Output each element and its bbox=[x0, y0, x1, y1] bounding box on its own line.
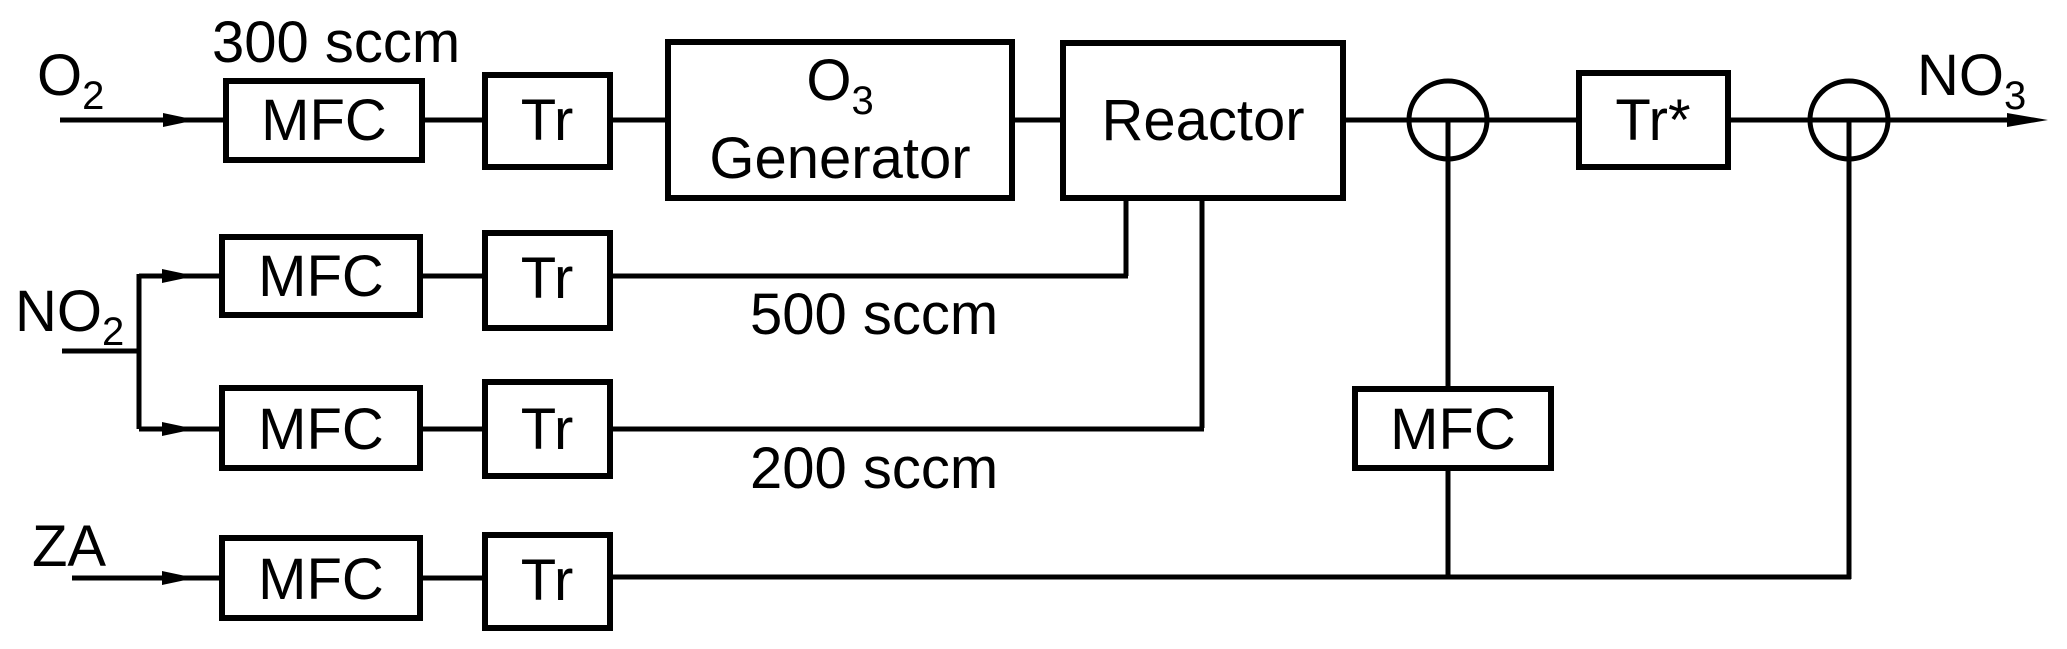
arrow-right-icon bbox=[2007, 113, 2048, 127]
za-label: ZA bbox=[32, 514, 106, 579]
no2-upper-flow-label: 500 sccm bbox=[750, 282, 998, 347]
arrow-right-icon bbox=[162, 571, 195, 585]
mfc-no2-lower-label: MFC bbox=[258, 397, 384, 462]
tr-no2-lower-box bbox=[482, 379, 613, 479]
no3-output-label: NO3 bbox=[1917, 43, 2026, 118]
o3-generator-box bbox=[665, 39, 1015, 201]
arrow-right-icon bbox=[162, 269, 195, 283]
tr-no2-upper-label: Tr bbox=[521, 246, 574, 311]
mfc-dilution-label: MFC bbox=[1390, 397, 1516, 462]
tr-za-label: Tr bbox=[521, 548, 574, 613]
mfc-za-box bbox=[219, 535, 423, 621]
mfc-dilution-box bbox=[1352, 386, 1554, 471]
mfc-no2-upper-label: MFC bbox=[258, 244, 384, 309]
reactor-label: Reactor bbox=[1101, 88, 1304, 153]
tr-no2-upper-box bbox=[482, 230, 613, 331]
o2-flow-label: 300 sccm bbox=[212, 10, 460, 75]
arrow-right-icon bbox=[163, 113, 196, 127]
o3-generator-label-line2: Generator bbox=[709, 126, 970, 191]
tr-o2-label: Tr bbox=[521, 88, 574, 153]
tr-za-box bbox=[482, 532, 613, 631]
arrow-right-icon bbox=[162, 422, 195, 436]
tr-no2-lower-label: Tr bbox=[521, 397, 574, 462]
reactor-box bbox=[1060, 40, 1346, 201]
mfc-o2-label: MFC bbox=[261, 88, 387, 153]
mfc-no2-upper-box bbox=[219, 234, 423, 318]
no2-label: NO2 bbox=[15, 279, 124, 354]
tr-star-box bbox=[1576, 70, 1731, 170]
no2-lower-flow-label: 200 sccm bbox=[750, 436, 998, 501]
o2-label: O2 bbox=[37, 43, 104, 118]
tr-star-label: Tr* bbox=[1615, 88, 1690, 153]
o2-inlet: O2 bbox=[37, 43, 226, 127]
mfc-za-label: MFC bbox=[258, 547, 384, 612]
o3-generator-label-line1: O3 bbox=[806, 48, 873, 123]
